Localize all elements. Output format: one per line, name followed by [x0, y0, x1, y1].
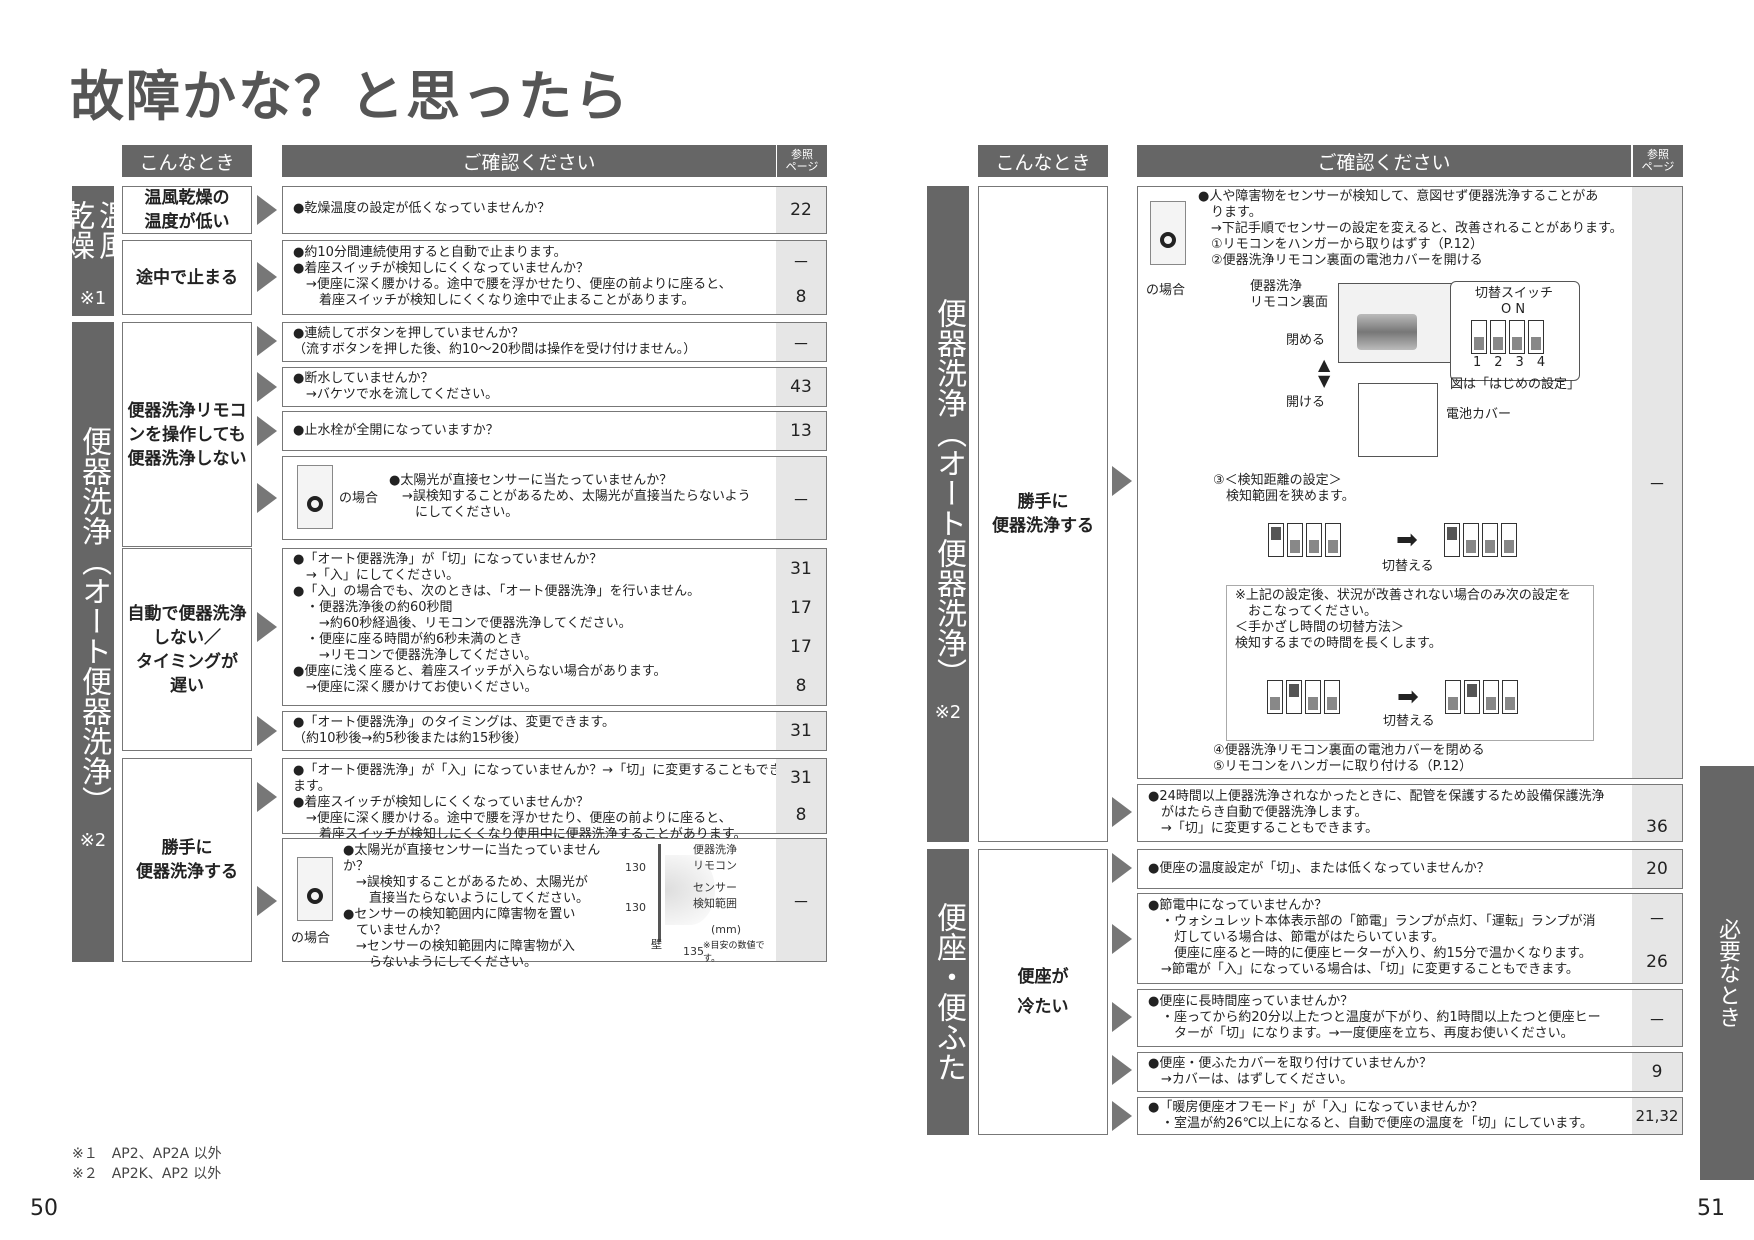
arrow-icon — [257, 195, 277, 225]
ref-page: － — [776, 323, 826, 361]
check-row: の場合 ●太陽光が直接センサーに当たっていませんか？ →誤検知することがあるため… — [282, 456, 827, 540]
arrow-up-icon: ▲ — [1318, 355, 1331, 374]
ref-page: 21,32 — [1632, 1098, 1682, 1134]
check-row: ●「オート便器洗浄」が「入」になっていませんか？→「切」に変更することもできます… — [282, 758, 827, 842]
switch-panel: 切替スイッチ O N 1 2 3 4 — [1450, 281, 1580, 381]
ref-page: － — [776, 457, 826, 539]
check-row: の場合 ●太陽光が直接センサーに当たっていませんか？ →誤検知することがあるため… — [282, 838, 827, 970]
arrow-icon — [1112, 853, 1132, 883]
dip-switch — [1471, 320, 1544, 354]
ref-page: － — [1632, 990, 1682, 1046]
check-row: ●便座の温度設定が「切」、または低くなっていませんか？ 20 — [1137, 849, 1683, 889]
dip-switch-before — [1267, 680, 1340, 714]
situation-seat-cold: 便座が 冷たい — [978, 849, 1108, 1135]
ref-page: 43 — [776, 368, 826, 406]
side-tab[interactable]: 必要なとき — [1700, 766, 1754, 1180]
category-warm-dry: 温風乾燥※1 — [59, 186, 128, 316]
arrow-icon — [257, 326, 277, 356]
page-number-left: 50 — [30, 1196, 58, 1221]
arrow-icon — [257, 716, 277, 746]
remote-icon — [297, 857, 333, 921]
header-check-right: ご確認ください — [1137, 145, 1631, 177]
footnote: ※２ AP2K、AP2 以外 — [72, 1166, 222, 1182]
check-row: ●便座・便ふたカバーを取り付けていませんか？ →カバーは、はずしてください。 9 — [1137, 1052, 1683, 1092]
arrow-right-icon: ➡ — [1397, 682, 1419, 712]
check-row: ●乾燥温度の設定が低くなっていませんか？ 22 — [282, 186, 827, 234]
check-row: ●約10分間連続使用すると自動で止まります。 ●着座スイッチが検知しにくくなって… — [282, 240, 827, 315]
battery-cover-diagram — [1358, 383, 1438, 457]
arrow-right-icon: ➡ — [1396, 525, 1418, 555]
check-row: ●断水していませんか？ →バケツで水を流してください。 43 — [282, 367, 827, 407]
check-row: ●「オート便器洗浄」のタイミングは、変更できます。 （約10秒後→約5秒後または… — [282, 711, 827, 751]
header-situation-left: こんなとき — [122, 145, 252, 177]
sensor-range-diagram: 130 130 便器洗浄 リモコン センサー 検知範囲 壁 135 (mm) ※… — [625, 843, 765, 964]
ref-page: － — [1632, 187, 1682, 778]
remote-icon — [1150, 201, 1186, 265]
dip-switch-after — [1445, 680, 1518, 714]
footnote: ※１ AP2、AP2A 以外 — [72, 1146, 222, 1162]
arrow-icon — [257, 372, 277, 402]
situation-auto-flush-fails: 自動で便器洗浄 しない／ タイミングが 遅い — [122, 548, 252, 751]
check-row: ●止水栓が全開になっていますか？ 13 — [282, 411, 827, 451]
arrow-down-icon: ▼ — [1318, 371, 1331, 390]
arrow-icon — [1112, 797, 1132, 827]
header-ref-left: 参照 ページ — [777, 145, 827, 177]
check-row: ●便座に長時間座っていませんか？ ・座ってから約20分以上たつと温度が下がり、約… — [1137, 989, 1683, 1047]
ref-page: 13 — [776, 412, 826, 450]
ref-page: 36 — [1632, 785, 1682, 841]
situation-unexpected-flush-right: 勝手に 便器洗浄する — [978, 186, 1108, 842]
remote-icon — [297, 465, 333, 529]
arrow-icon — [257, 262, 277, 292]
category-flush-right: 便器洗浄（オート便器洗浄）※2 — [927, 186, 969, 842]
situation-warm-dry-low: 温風乾燥の 温度が低い — [122, 186, 252, 234]
arrow-icon — [1112, 466, 1132, 496]
dip-switch-before — [1268, 523, 1341, 557]
arrow-icon — [257, 612, 277, 642]
ref-page: 9 — [1632, 1053, 1682, 1091]
arrow-icon — [257, 886, 277, 916]
check-row: ●「暖房便座オフモード」が「入」になっていませんか？ ・室温が約26℃以上になる… — [1137, 1097, 1683, 1135]
note-box: ※上記の設定後、状況が改善されない場合のみ次の設定を おこなってください。 ＜手… — [1226, 585, 1594, 741]
header-check-left: ご確認ください — [282, 145, 776, 177]
ref-page: 22 — [776, 187, 826, 233]
arrow-icon — [257, 483, 277, 513]
check-row: ●「オート便器洗浄」が「切」になっていませんか？ →「入」にしてください。 ●「… — [282, 548, 827, 706]
page-title: 故障かな？と思ったら — [70, 65, 630, 128]
page-number-right: 51 — [1697, 1196, 1725, 1221]
arrow-icon — [1112, 924, 1132, 954]
check-row: ●24時間以上便器洗浄されなかったときに、配管を保護するため設備保護洗浄 がはた… — [1137, 784, 1683, 842]
arrow-icon — [1112, 1002, 1132, 1032]
header-situation-right: こんなとき — [978, 145, 1108, 177]
check-row: ●節電中になっていませんか？ ・ウォシュレット本体表示部の「節電」ランプが点灯、… — [1137, 893, 1683, 984]
header-ref-right: 参照 ページ — [1633, 145, 1683, 177]
check-row-sensor-settings: の場合 ●人や障害物をセンサーが検知して、意図せず便器洗浄することがあ ります。… — [1137, 186, 1683, 779]
category-seat-lid: 便座・便ふた — [927, 849, 969, 1135]
situation-no-flush-remote: 便器洗浄リモコ ンを操作しても 便器洗浄しない — [122, 322, 252, 547]
remote-back-diagram — [1338, 283, 1458, 363]
ref-page: －26 — [1632, 894, 1682, 983]
ref-page: 20 — [1632, 850, 1682, 888]
check-row: ●連続してボタンを押していませんか？ （流すボタンを押した後、約10～20秒間は… — [282, 322, 827, 362]
ref-page: 31 — [776, 712, 826, 750]
arrow-icon — [1112, 1101, 1132, 1131]
ref-page: －8 — [776, 241, 826, 314]
arrow-icon — [257, 416, 277, 446]
situation-stops-midway: 途中で止まる — [122, 240, 252, 315]
arrow-icon — [1112, 1055, 1132, 1085]
ref-page: － — [776, 839, 826, 961]
dip-switch-after — [1444, 523, 1517, 557]
category-flush: 便器洗浄（オート便器洗浄）※2 — [72, 322, 114, 962]
arrow-icon — [257, 782, 277, 812]
situation-unexpected-flush: 勝手に 便器洗浄する — [122, 758, 252, 962]
